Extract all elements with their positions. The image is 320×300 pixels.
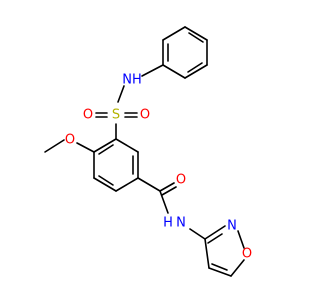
isoxazole-ring bbox=[204, 225, 245, 277]
bond-phenyl-nh bbox=[141, 64, 164, 77]
bond-nh-s bbox=[117, 85, 125, 103]
atom-sulfonyl-oxygen-left: O bbox=[83, 108, 93, 123]
sulfonyl-double-bonds bbox=[95, 112, 138, 118]
central-benzene-ring bbox=[93, 138, 139, 192]
atom-amide-nitrogen: N bbox=[176, 216, 186, 231]
atom-sulfonyl-oxygen-right: O bbox=[140, 108, 150, 123]
phenyl-ring bbox=[162, 26, 208, 79]
atom-isoxazole-oxygen: O bbox=[242, 247, 252, 262]
atom-isoxazole-nitrogen: N bbox=[227, 219, 237, 234]
atom-methoxy-oxygen: O bbox=[65, 133, 75, 148]
atom-sulfur: S bbox=[112, 108, 120, 123]
atom-carbonyl-oxygen: O bbox=[176, 173, 186, 188]
molecule-structure: NH S O O O O N H N O bbox=[44, 26, 252, 277]
molecule-canvas: NH S O O O O N H N O bbox=[44, 26, 252, 277]
bond-carbonyl-double bbox=[159, 182, 175, 192]
bond-carbonyl-n bbox=[159, 190, 169, 214]
atom-nh-sulfonamide: NH bbox=[122, 73, 142, 88]
bond-omethoxy-methyl bbox=[44, 139, 65, 153]
atom-amide-hydrogen: H bbox=[163, 216, 173, 231]
bond-n-isoxazole bbox=[189, 228, 206, 240]
bond-carbonyl-double-2 bbox=[161, 186, 177, 196]
bond-ring-carbonyl bbox=[137, 177, 161, 192]
bond-ring-omethoxy bbox=[76, 142, 95, 153]
